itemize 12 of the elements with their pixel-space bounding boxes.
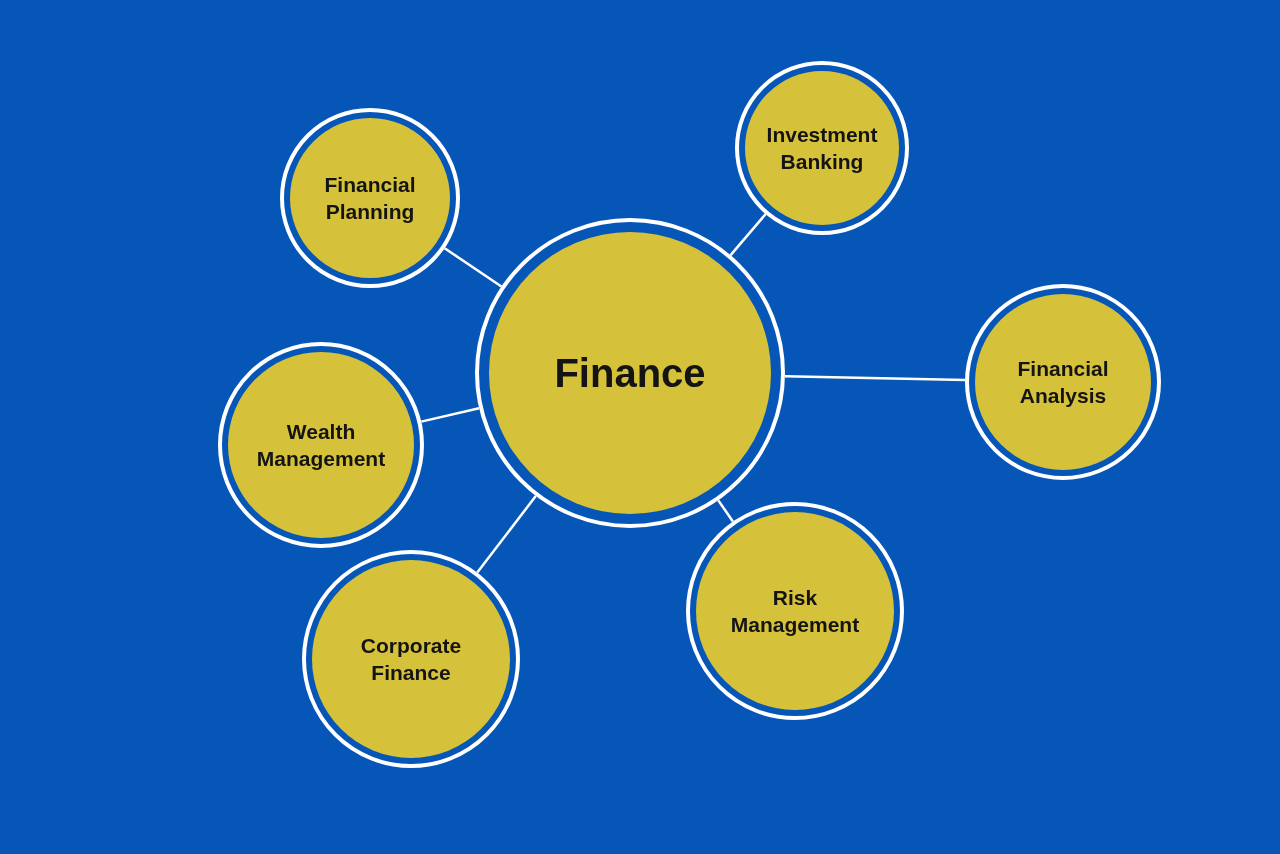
connector-line [476,495,537,574]
topic-label: Risk Management [729,584,861,638]
topic-label: Corporate Finance [359,632,463,686]
topic-label: Financial Analysis [1016,355,1110,409]
connector-line [729,213,767,256]
topic-label: Financial Planning [323,171,417,225]
connector-line [784,374,966,382]
topic-label: Finance [553,350,707,397]
topic-label: Investment Banking [765,121,879,175]
connector-line [717,499,734,523]
topic-label: Wealth Management [255,418,387,472]
connector-line [443,247,503,288]
